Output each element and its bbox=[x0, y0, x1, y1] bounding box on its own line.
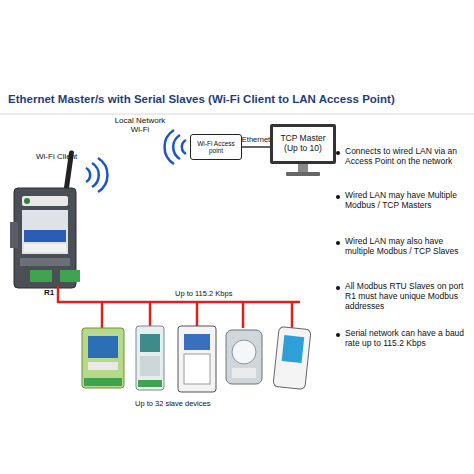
bullet-marks bbox=[336, 151, 340, 337]
serial-bus bbox=[58, 286, 300, 328]
bullet-note: Serial network can have a baud rate up t… bbox=[345, 329, 467, 349]
slave-device bbox=[82, 328, 124, 388]
baud-label: Up to 115.2 Kbps bbox=[175, 290, 265, 299]
node-text: TCP Master (Up to 10) bbox=[275, 134, 331, 154]
slave-device bbox=[178, 326, 216, 392]
slave-device bbox=[226, 330, 262, 384]
port-label: R1 bbox=[44, 288, 64, 297]
diagram-title: Ethernet Master/s with Serial Slaves (Wi… bbox=[8, 93, 468, 106]
monitor-stand bbox=[286, 164, 320, 176]
bullet-note: Connects to wired LAN via an Access Poin… bbox=[345, 147, 467, 167]
node-text: Wi-Fi Access point bbox=[193, 140, 239, 155]
gateway-device bbox=[10, 188, 80, 288]
ethernet-line bbox=[242, 146, 270, 147]
title-rule bbox=[0, 114, 474, 115]
network-label: Local Network Wi-Fi bbox=[108, 116, 172, 134]
wifi-client-label: Wi-Fi Client bbox=[36, 152, 96, 161]
slave-count-label: Up to 32 slave devices bbox=[135, 400, 255, 409]
edge-label: Ethernet bbox=[242, 136, 270, 145]
slave-device bbox=[273, 326, 311, 389]
slave-device bbox=[136, 326, 164, 390]
tcp-master-monitor: TCP Master (Up to 10) bbox=[270, 124, 336, 164]
bullet-note: Wired LAN may have Multiple Modbus / TCP… bbox=[345, 191, 467, 211]
access-point-box: Wi-Fi Access point bbox=[190, 134, 242, 160]
bullet-note: All Modbus RTU Slaves on port R1 must ha… bbox=[345, 282, 467, 311]
wifi-waves bbox=[165, 130, 186, 164]
bullet-note: Wired LAN may also have multiple Modbus … bbox=[345, 237, 467, 257]
wifi-waves bbox=[86, 158, 107, 192]
